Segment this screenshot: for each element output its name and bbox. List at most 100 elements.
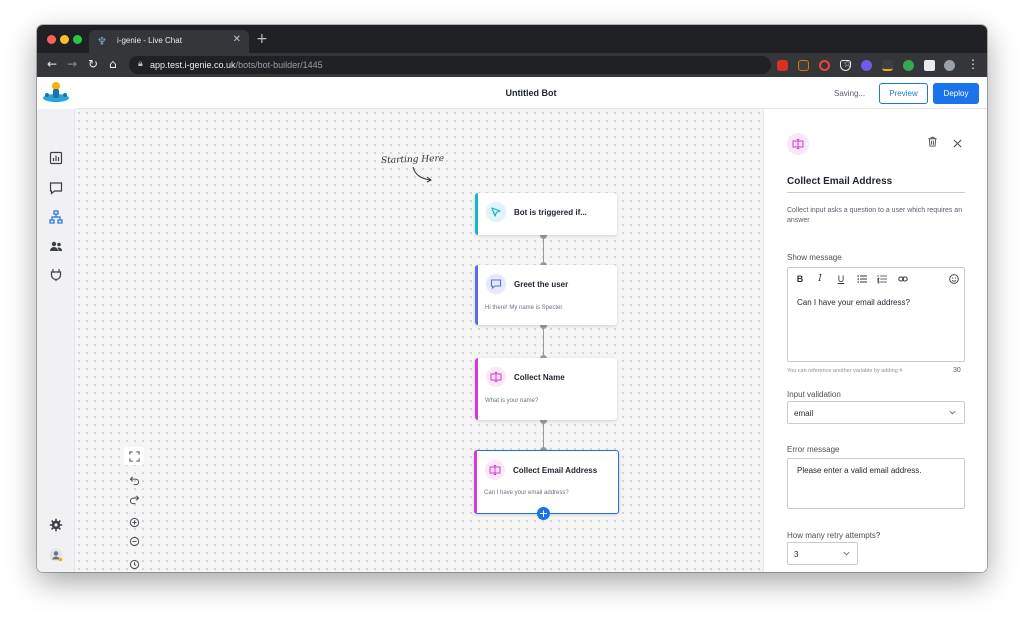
flow-node-message[interactable]: Greet the user Hi there! My name is Spec… [475, 265, 617, 325]
sidebar-item-contacts[interactable] [48, 238, 64, 254]
input-validation-value: email [794, 409, 814, 418]
underline-button[interactable]: U [837, 274, 845, 284]
flow-node-trigger[interactable]: Bot is triggered if... [475, 193, 617, 235]
error-message-label: Error message [787, 445, 840, 454]
home-icon[interactable]: ⌂ [109, 57, 117, 71]
trash-icon [928, 136, 937, 147]
link-icon [898, 276, 908, 282]
address-bar[interactable]: 🔒︎ app.test.i-genie.co.uk/bots/bot-build… [129, 56, 852, 74]
connector-line [543, 420, 544, 450]
preview-button[interactable]: Preview [879, 83, 928, 104]
browser-window: ♆ i-genie - Live Chat ✕ + ← → ↻ ⌂ 🔒︎ app… [37, 25, 987, 572]
clock-icon [129, 559, 139, 569]
genie-logo[interactable] [37, 77, 75, 109]
sidebar [37, 77, 75, 572]
connector-port[interactable] [540, 232, 547, 239]
connector-port[interactable] [540, 322, 547, 329]
minimize-window-button[interactable] [60, 35, 69, 44]
node-message-text: What is your name? [485, 398, 539, 404]
error-message-field[interactable]: Please enter a valid email address. [787, 458, 965, 509]
bold-button[interactable]: B [796, 274, 804, 284]
page-title[interactable]: Untitled Bot [505, 88, 557, 98]
extension-check-icon[interactable] [882, 60, 893, 71]
bullet-list-icon [857, 275, 867, 283]
browser-tab[interactable]: ♆ i-genie - Live Chat ✕ [89, 30, 249, 53]
sidebar-item-integrations[interactable] [48, 267, 64, 283]
flow-node-collect-name[interactable]: Collect Name What is your name? [475, 358, 617, 420]
gear-icon [49, 518, 63, 532]
bullet-list-button[interactable] [855, 272, 869, 286]
menu-kebab-icon[interactable]: ⋮ [967, 57, 979, 71]
close-window-button[interactable] [47, 35, 56, 44]
add-node-button[interactable]: + [537, 507, 550, 520]
sidebar-item-settings[interactable] [48, 517, 64, 533]
extension-purple-icon[interactable] [861, 60, 872, 71]
flow-canvas[interactable]: Starting Here Bot is triggered if... [75, 109, 763, 572]
show-message-label: Show message [787, 253, 842, 262]
zoom-out-button[interactable] [124, 532, 144, 550]
maximize-window-button[interactable] [73, 35, 82, 44]
plug-icon [50, 269, 62, 281]
message-editor[interactable]: B I U Can I have your email address? [787, 267, 965, 362]
close-tab-icon[interactable]: ✕ [232, 34, 241, 45]
extension-red-icon[interactable] [777, 60, 788, 71]
history-button[interactable] [124, 555, 144, 572]
sidebar-item-conversations[interactable] [48, 180, 64, 196]
extension-target-icon[interactable] [819, 60, 830, 71]
extension-pocket-icon[interactable] [840, 60, 851, 71]
back-icon[interactable]: ← [47, 57, 58, 71]
reload-icon[interactable]: ↻ [88, 57, 99, 71]
save-status: Saving... [834, 89, 866, 98]
extension-pen-icon[interactable] [798, 60, 809, 71]
app-root: Untitled Bot Saving... Preview Deploy St… [37, 77, 987, 572]
zoom-in-button[interactable] [124, 513, 144, 531]
chart-icon [49, 151, 63, 165]
user-avatar-icon [49, 548, 63, 562]
panel-title[interactable]: Collect Email Address [787, 176, 893, 187]
numbered-list-button[interactable] [875, 272, 889, 286]
forward-icon[interactable]: → [67, 57, 78, 71]
redo-button[interactable] [124, 490, 144, 508]
expand-icon [128, 450, 140, 462]
lock-icon: 🔒︎ [138, 59, 143, 69]
error-message-value: Please enter a valid email address. [797, 466, 922, 475]
divider [787, 192, 965, 193]
input-icon [485, 460, 505, 480]
user-avatar[interactable] [48, 547, 64, 563]
link-button[interactable] [896, 272, 910, 286]
sidebar-item-analytics[interactable] [48, 150, 64, 166]
undo-icon [129, 475, 139, 485]
new-tab-button[interactable]: + [256, 31, 268, 47]
emoji-button[interactable] [947, 272, 961, 286]
flow-node-collect-email[interactable]: Collect Email Address Can I have your em… [474, 450, 619, 514]
deploy-button[interactable]: Deploy [933, 83, 979, 104]
chevron-down-icon [949, 410, 956, 415]
connector-line [543, 235, 544, 265]
node-message-text: Can I have your email address? [484, 490, 569, 496]
input-icon [787, 133, 809, 155]
node-title: Bot is triggered if... [514, 208, 587, 217]
input-validation-label: Input validation [787, 390, 841, 399]
retry-attempts-value: 3 [794, 550, 799, 559]
fit-view-button[interactable] [124, 447, 144, 465]
extension-globe-icon[interactable] [903, 60, 914, 71]
node-message-text: Hi there! My name is Specter. [485, 305, 564, 311]
message-text[interactable]: Can I have your email address? [797, 298, 910, 307]
retry-attempts-select[interactable]: 3 [787, 542, 858, 565]
undo-button[interactable] [124, 471, 144, 489]
italic-button[interactable]: I [818, 274, 822, 284]
input-validation-select[interactable]: email [787, 401, 965, 424]
connector-port[interactable] [540, 417, 547, 424]
smiley-icon [949, 274, 959, 284]
profile-avatar-icon[interactable] [944, 60, 955, 71]
chevron-down-icon [843, 551, 850, 556]
extensions-puzzle-icon[interactable] [924, 60, 935, 71]
numbered-list-icon [877, 275, 887, 284]
close-panel-button[interactable] [952, 136, 963, 154]
delete-node-button[interactable] [927, 136, 938, 150]
browser-toolbar: ← → ↻ ⌂ 🔒︎ app.test.i-genie.co.uk/bots/b… [37, 53, 987, 77]
cursor-icon [486, 202, 506, 222]
character-count: 30 [953, 367, 961, 374]
node-settings-panel: Collect Email Address Collect input asks… [763, 109, 987, 572]
sidebar-item-bot-builder[interactable] [48, 209, 64, 225]
